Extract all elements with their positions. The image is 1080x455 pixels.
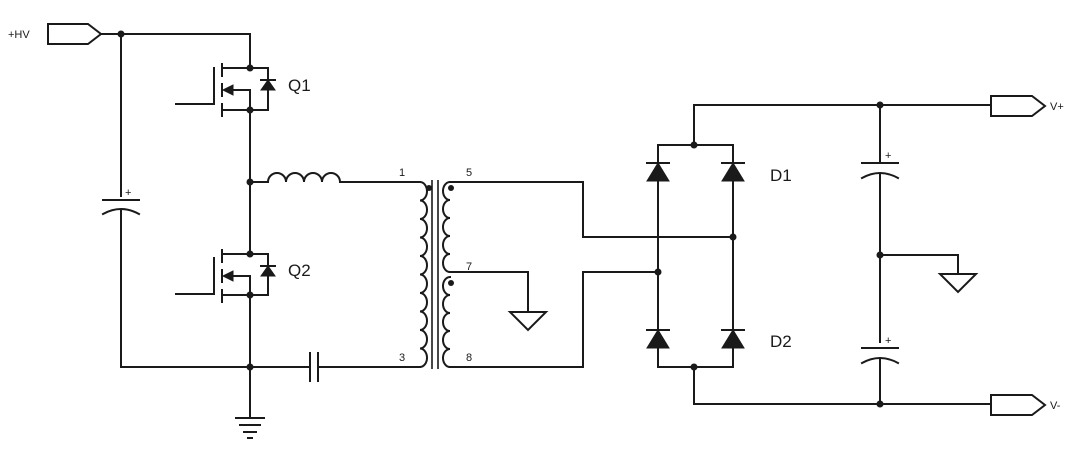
lower-capacitor-plus: + — [885, 335, 891, 347]
center-tap-ground — [507, 311, 549, 332]
mosfet-q1: Q1 — [175, 63, 311, 117]
output-positive-rail — [693, 101, 992, 109]
pin-7-label: 7 — [466, 261, 472, 273]
ground-symbol — [235, 417, 265, 439]
hv-port-label: +HV — [8, 29, 30, 41]
d1-label: D1 — [770, 166, 792, 185]
vplus-output-port: V+ — [990, 95, 1064, 117]
mosfet-q2: Q2 — [175, 249, 311, 303]
q2-label: Q2 — [288, 261, 311, 280]
diode-d1: D1 — [646, 162, 792, 185]
pin-3-label: 3 — [399, 352, 405, 364]
upper-capacitor-plus: + — [885, 150, 891, 162]
input-capacitor: + — [101, 187, 141, 368]
vminus-port-label: V- — [1050, 400, 1061, 412]
inductor — [249, 172, 421, 184]
pin-1-label: 1 — [399, 167, 405, 179]
secondary-wiring — [449, 181, 734, 368]
pin-8-label: 8 — [466, 352, 472, 364]
output-negative-rail — [693, 400, 992, 408]
series-capacitor — [120, 352, 421, 382]
output-midpoint-ground — [876, 251, 979, 294]
vminus-output-port: V- — [990, 394, 1061, 416]
pin-5-label: 5 — [466, 167, 472, 179]
diode-d2: D2 — [646, 329, 792, 351]
output-capacitor-lower: + — [860, 335, 900, 405]
d2-label: D2 — [770, 332, 792, 351]
hv-rail — [100, 30, 251, 197]
hv-input-port: +HV — [8, 23, 103, 45]
input-capacitor-plus: + — [125, 187, 131, 199]
transformer: 1 3 5 7 8 — [399, 167, 472, 369]
q1-label: Q1 — [288, 76, 311, 95]
output-capacitor-upper: + — [860, 104, 900, 343]
bridge-rectifier — [654, 104, 737, 405]
vplus-port-label: V+ — [1050, 101, 1064, 113]
